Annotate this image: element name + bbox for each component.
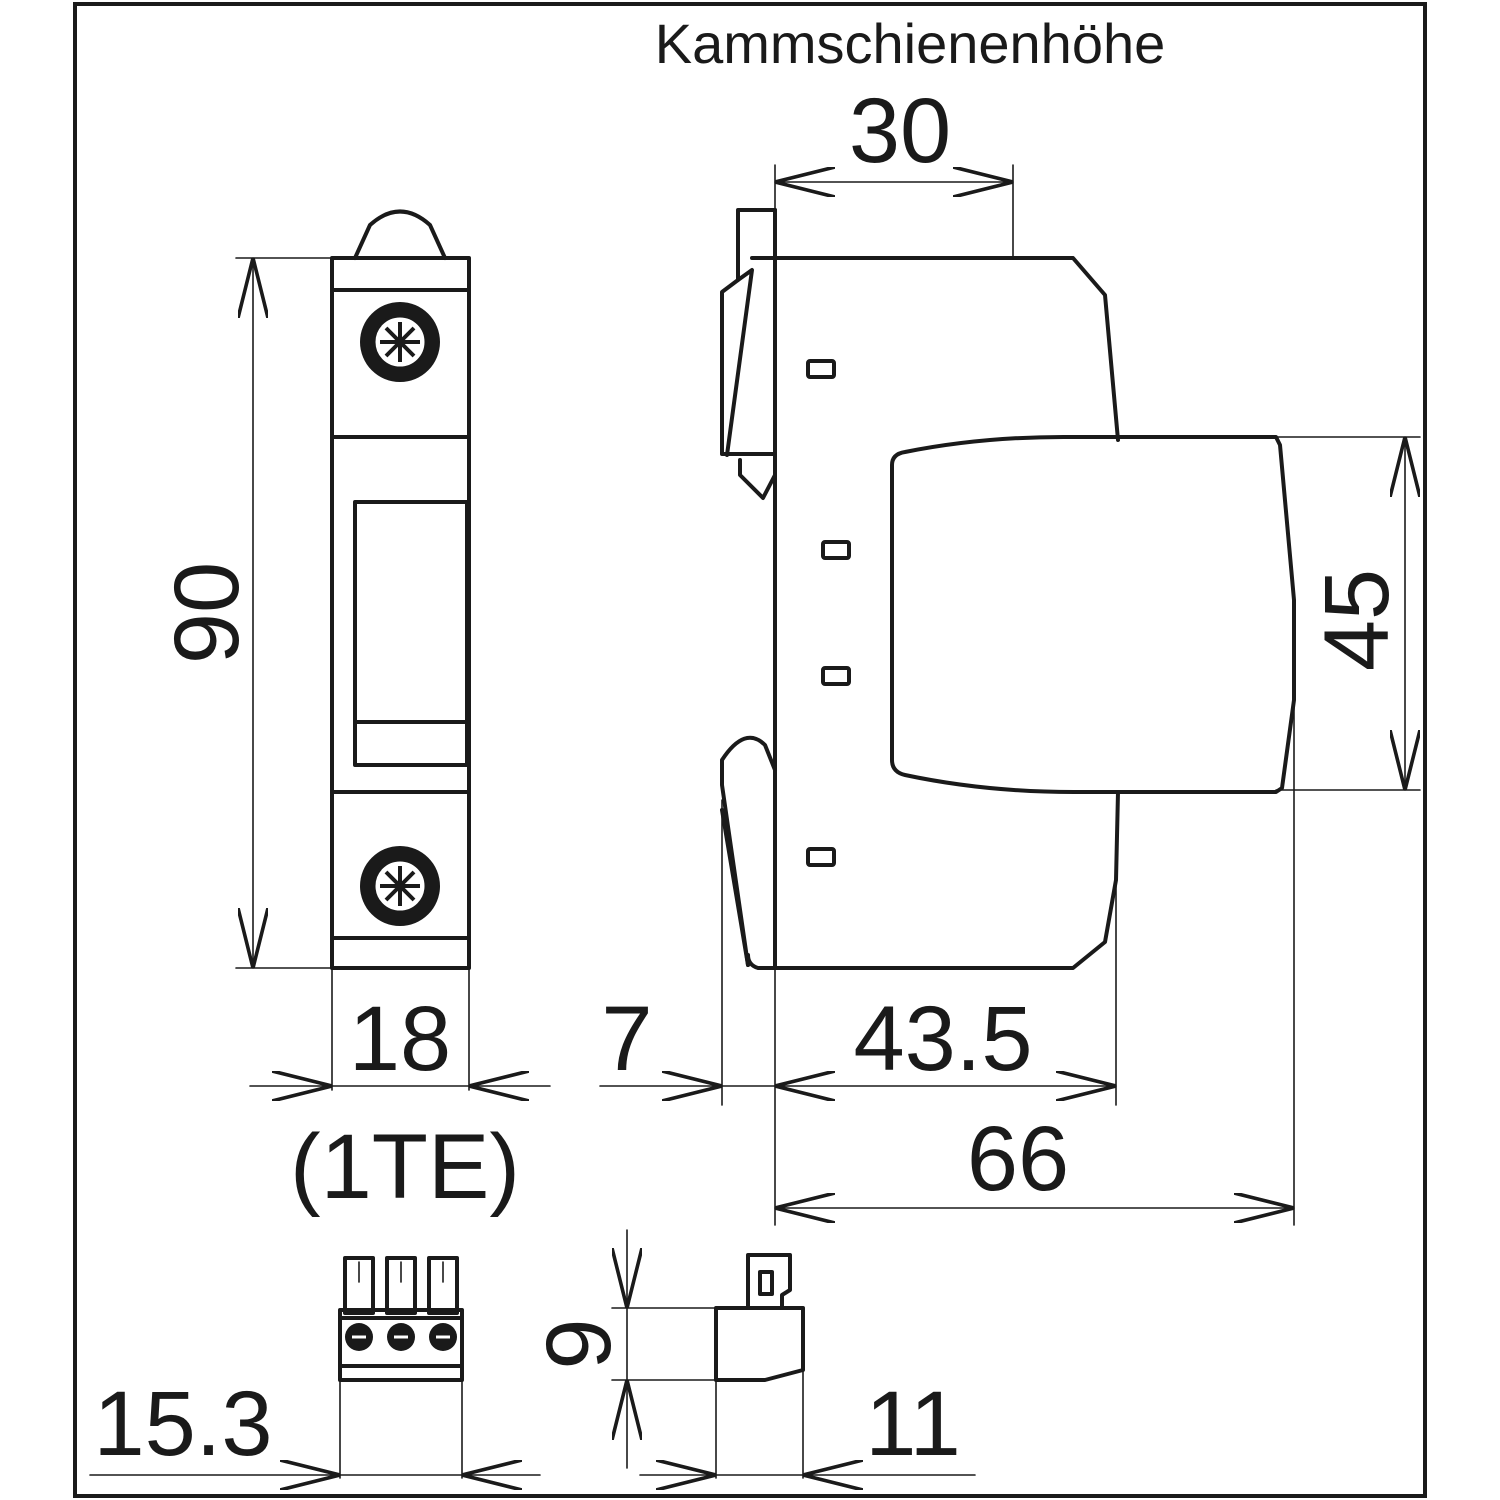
dimension-7-label: 7: [601, 988, 652, 1090]
indicator-slot: [806, 359, 836, 379]
dimension-9-label: 9: [528, 1318, 630, 1369]
front-view-window: [353, 500, 469, 767]
dimension-90-label: 90: [156, 562, 258, 664]
indicator-slot: [821, 666, 851, 686]
indicator-slot: [821, 540, 851, 560]
connector-front-view: [338, 1256, 464, 1382]
side-view-housing: [746, 256, 1120, 970]
dimension-15-3: 15.3: [89, 1373, 541, 1478]
indicator-slot: [806, 847, 836, 867]
dimension-11: 11: [639, 1369, 976, 1478]
dimension-43-5: 43.5: [774, 879, 1117, 1106]
front-view: [330, 209, 471, 970]
dimension-18: 18 (1TE): [249, 967, 551, 1218]
dimension-66: 66: [774, 699, 1295, 1226]
comb-rail-height-label: Kammschienenhöhe: [655, 12, 1166, 75]
side-view-front-module: [890, 434, 1296, 794]
drawing-frame: [73, 2, 1427, 1498]
dimension-7: 7: [599, 799, 776, 1226]
terminal-screw-icon: [360, 302, 440, 382]
dimension-30-label: 30: [849, 80, 951, 182]
dimension-15-3-label: 15.3: [93, 1373, 272, 1475]
dimension-11-label: 11: [865, 1373, 961, 1475]
connector-side-view: [714, 1253, 805, 1382]
dimension-18-label: 18: [349, 988, 451, 1090]
dimension-1te-label: (1TE): [290, 1116, 520, 1218]
side-view: [720, 208, 1296, 970]
dimension-45-label: 45: [1306, 569, 1408, 671]
dimension-43-5-label: 43.5: [853, 988, 1032, 1090]
dimension-45: 45: [1275, 436, 1421, 791]
terminal-screw-icon: [360, 846, 440, 926]
front-view-hanger-loop: [353, 209, 447, 260]
dimension-9: 9: [528, 1229, 717, 1469]
dimension-90: 90: [156, 257, 333, 969]
dimension-30: 30: [774, 80, 1014, 259]
dimension-66-label: 66: [967, 1108, 1069, 1210]
